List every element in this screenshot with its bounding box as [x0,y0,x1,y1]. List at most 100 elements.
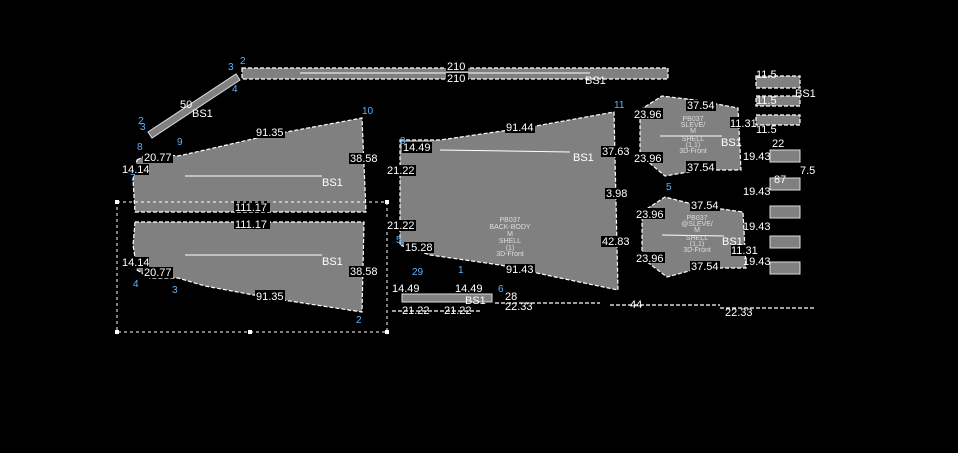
grain-label: BS1 [721,137,742,149]
point-number: 11 [614,100,625,111]
measure: 22 [772,138,784,150]
measure: 23.96 [636,253,664,265]
piece-info: SHELL [682,136,704,143]
point-number: 8 [137,142,143,153]
measure-bottom: 37.54 [687,162,715,174]
measure: 11.5 [756,69,777,81]
point-number: 3 [140,122,146,133]
grainline [661,234,725,237]
bottom-strips[interactable]: 14.49 21.22 21.22 14.49 22.33 22.33 28 4… [392,283,815,319]
measure-top: 91.44 [506,122,534,134]
piece-info: SHELL [499,238,521,245]
selection-handle[interactable] [248,330,252,334]
measure: 19.43 [743,221,771,233]
measure-waist: 20.77 [144,267,172,279]
measure-waist: 20.77 [144,152,172,164]
grain-label: BS1 [322,256,343,268]
point-number: 4 [133,279,139,290]
measure: 3.98 [606,188,627,200]
piece-info: (1) [506,245,515,252]
grain-label: BS1 [573,152,594,164]
measure-right: 38.58 [350,153,378,165]
measure: 23.96 [636,209,664,221]
measure-left: 14.14 [122,257,150,269]
point-number: 1 [458,265,464,276]
point-number: 9 [177,137,183,148]
measure: 28 [505,291,517,303]
measure: 21.22 [444,305,472,317]
piece-info: SHELL [686,235,708,242]
measure: 11.5 [756,95,777,107]
piece-info: PB037 [499,217,520,224]
grain-label: BS1 [722,236,743,248]
piece-info: BACK-BODY [489,224,531,231]
grain-label: BS1 [795,88,816,100]
measure: 87 [774,174,786,186]
measure: 22.33 [505,301,533,313]
point-number: 5 [666,182,672,193]
selection-handle[interactable] [115,200,119,204]
point-number: 6 [498,284,504,295]
piece-info: M [507,231,513,238]
point-number: 7 [130,173,136,184]
piece-info: M [690,128,696,135]
measure: 19.43 [743,186,771,198]
grain-label: BS1 [465,295,486,307]
measure: 23.96 [634,109,662,121]
measure-top: 111.17 [235,219,267,231]
front-body-piece-bottom[interactable]: 111.17 91.35 38.58 14.14 20.77 BS1 [122,218,379,313]
measure: 42.83 [602,236,630,248]
measure: 7.5 [800,165,815,177]
grain-label: BS1 [585,75,606,87]
piece-info: @SLEVE/ [681,221,713,228]
selection-handle[interactable] [115,330,119,334]
measure: 15.28 [405,242,433,254]
point-number: 10 [362,106,374,117]
measure-top: 37.54 [691,200,719,212]
piece-info: M [694,227,700,234]
piece-info: PB037 [686,215,707,222]
measure: 19.43 [743,256,771,268]
point-number: 4 [232,84,238,95]
measure: 21.22 [387,165,415,177]
measure: 22.33 [725,307,753,319]
point-number: 5 [396,235,402,246]
measure-top: 37.54 [687,100,715,112]
piece-info: 3D-Front [683,247,711,254]
waistband-top-length: 210 [447,61,465,73]
waistband-piece[interactable]: 210 210 BS1 [241,61,669,87]
point-number: 2 [240,56,246,67]
measure: 44 [630,299,642,311]
point-number: 8 [400,136,406,147]
selection-handle[interactable] [385,200,389,204]
point-number: 3 [228,62,234,73]
piece-info: (1,1) [686,142,700,149]
tie-length: 50 [180,99,192,111]
sleeve-piece-1[interactable]: 37.54 37.54 23.96 23.96 11.31 BS1 PB037 … [633,95,757,177]
point-number: 3 [172,285,178,296]
measure: 21.22 [387,220,415,232]
measure: 11.5 [756,124,777,136]
point-number: 2 [356,315,362,326]
point-labels: 2 3 4 3 2 8 9 10 7 11 5 1 2 3 4 5 6 8 29 [130,56,672,326]
tie-piece[interactable]: 50 BS1 [147,73,241,139]
small-pieces[interactable]: 11.5 11.5 11.5 22 19.43 19.43 19.43 19.4… [743,69,816,275]
back-body-piece[interactable]: 91.44 91.43 14.49 21.22 21.22 15.28 37.6… [386,111,631,291]
piece-info: SLEVE/ [681,122,706,129]
front-body-piece-top[interactable]: 91.35 38.58 14.14 20.77 111.17 BS1 [122,117,379,214]
measure: 11.31 [730,118,757,130]
selection-handle[interactable] [385,330,389,334]
measure: 23.96 [634,153,662,165]
measure: 14.49 [392,283,420,295]
waistband-bottom-length: 210 [447,73,465,85]
sleeve-piece-2[interactable]: 37.54 37.54 23.96 23.96 11.31 BS1 PB037 … [635,196,758,278]
measure-left: 14.14 [122,164,150,176]
measure-top: 91.35 [256,127,284,139]
piece-info: 3D-Front [679,148,707,155]
piece-info: (1,1) [690,241,704,248]
measure: 21.22 [402,305,430,317]
point-number: 2 [138,116,144,127]
measure: 11.31 [731,245,758,257]
piece-info: PB037 [682,116,703,123]
